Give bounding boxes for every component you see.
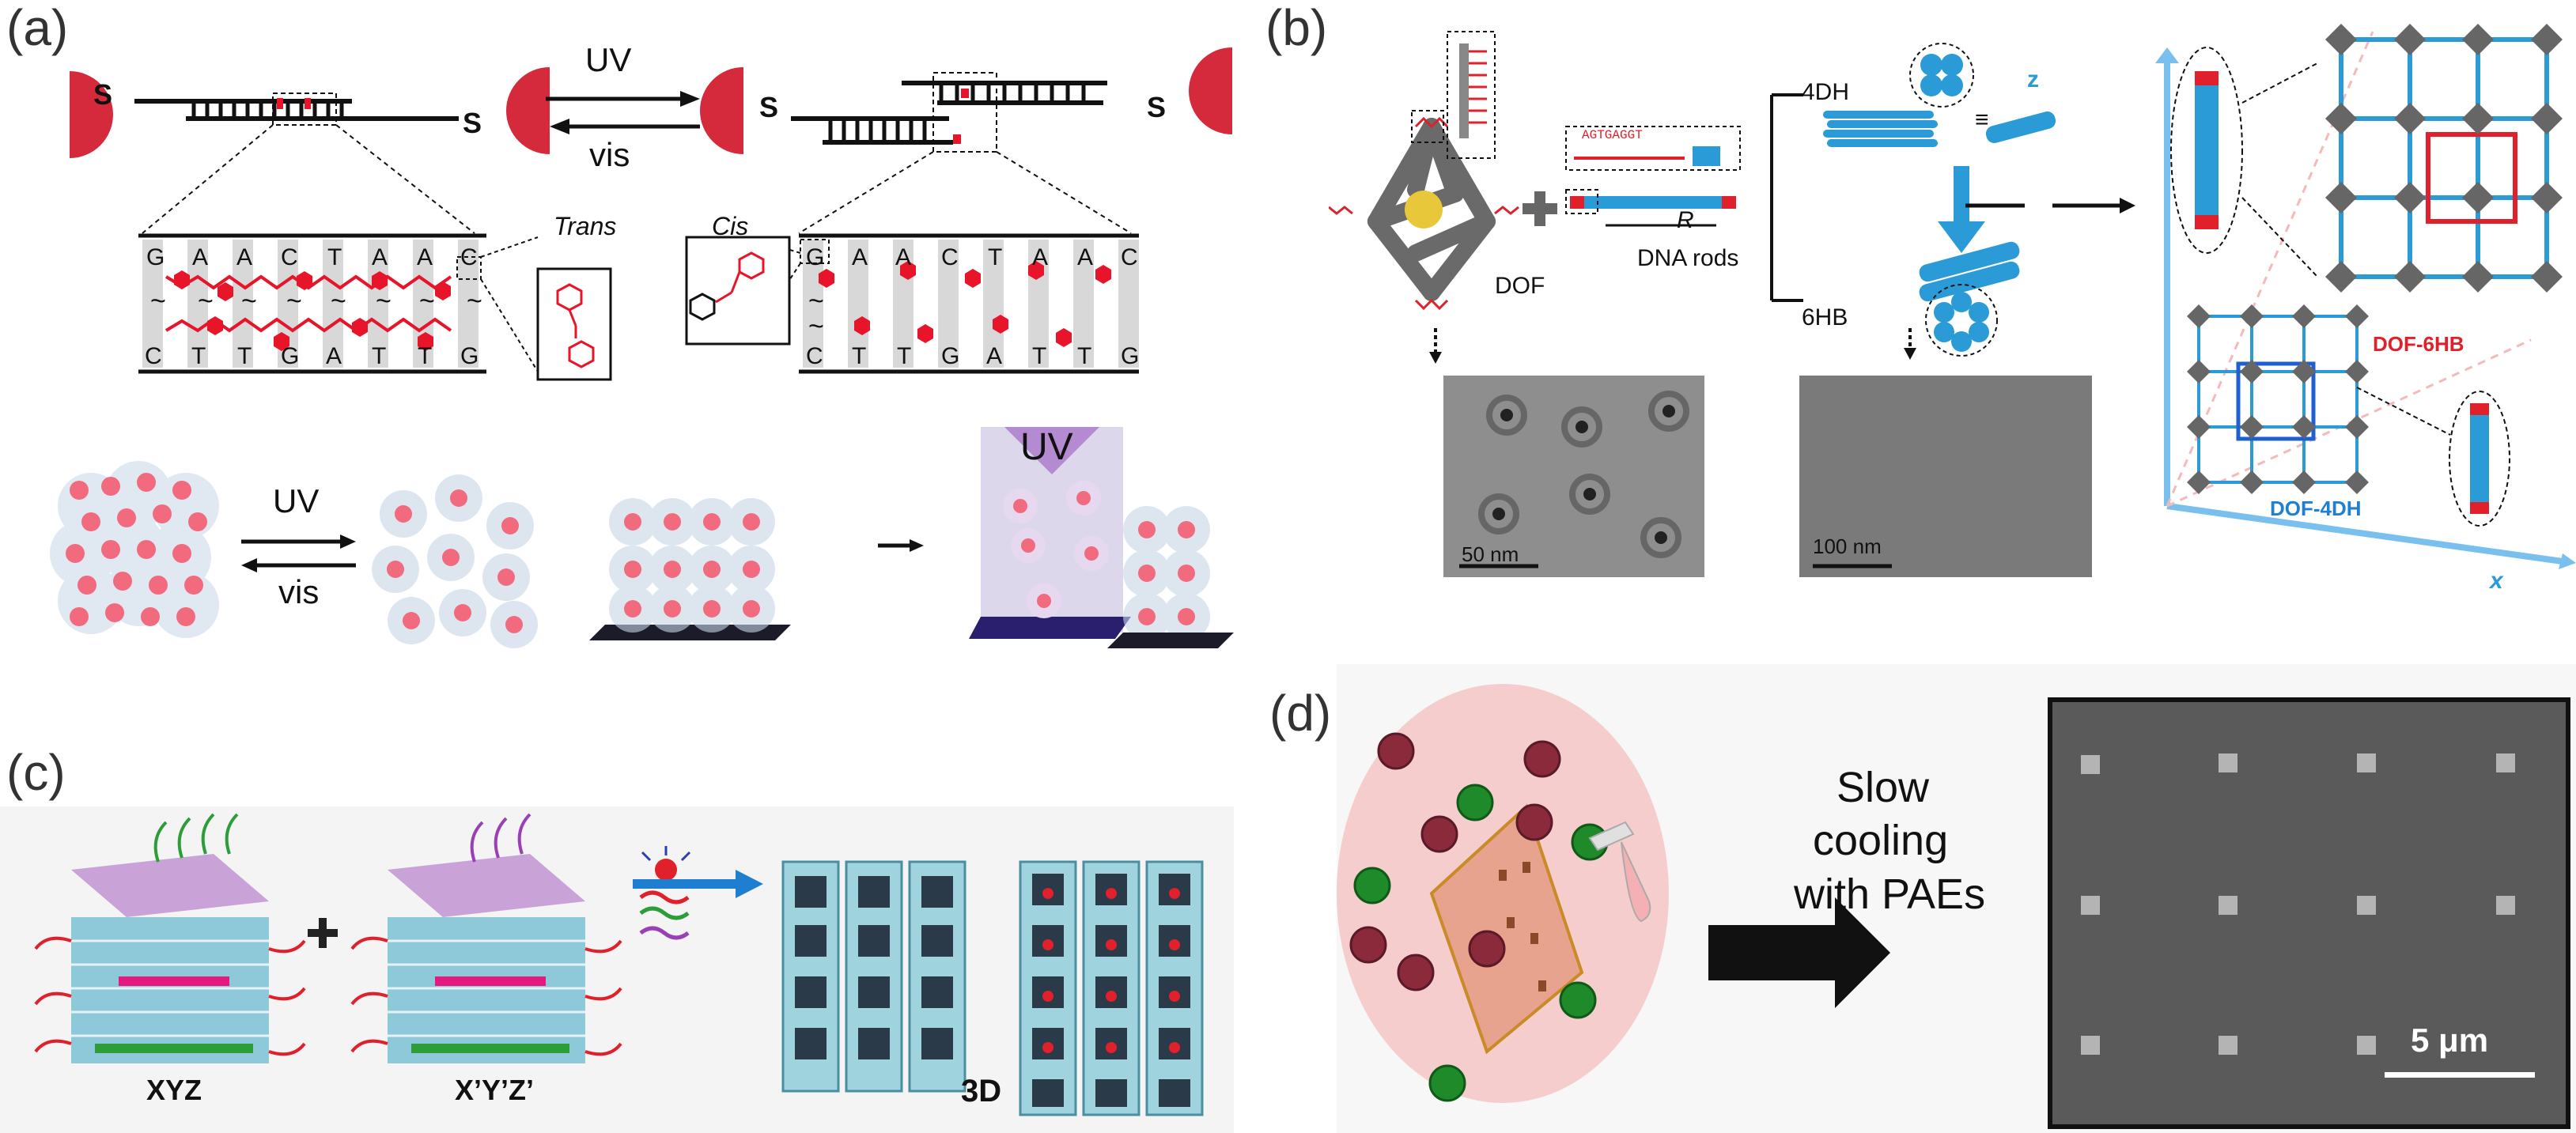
tem-scale-1: 50 nm [1462, 542, 1519, 566]
svg-text:T: T [988, 244, 1002, 270]
dna-origami-frame [1367, 118, 1496, 301]
svg-text:T: T [418, 343, 432, 369]
svg-text:S: S [463, 107, 482, 139]
svg-text:A: A [852, 244, 868, 270]
svg-text:C: C [145, 343, 162, 369]
svg-text:G: G [806, 244, 824, 270]
dof-4dh-label: DOF-4DH [2270, 497, 2362, 520]
dispersed-nanoparticles [372, 474, 538, 648]
svg-text:~: ~ [150, 286, 166, 316]
panel-b-label: (b) [1265, 0, 1328, 56]
sem-scale-label: 5 μm [2411, 1022, 2489, 1059]
4dh-label: 4DH [1802, 79, 1850, 105]
panel-a-label: (a) [6, 0, 69, 56]
panel-c-label: (c) [6, 744, 66, 801]
thiol-label: S [93, 78, 112, 111]
svg-text:C: C [460, 244, 478, 270]
tem-scale-2: 100 nm [1813, 534, 1882, 558]
svg-text:A: A [372, 244, 388, 270]
dof-label: DOF [1495, 273, 1545, 299]
dna-rods-label: DNA rods [1637, 245, 1739, 271]
equivalence-symbol: ≡ [1975, 107, 1989, 133]
svg-text:~: ~ [286, 286, 302, 316]
cooling-label: cooling [1813, 817, 1949, 864]
nanoparticle-lattice [50, 461, 219, 638]
rod-sequence: AGTGAGGT [1582, 128, 1643, 142]
with-paes-label: with PAEs [1794, 871, 1986, 918]
panel-d-label: (d) [1269, 685, 1332, 742]
cis-label: Cis [712, 212, 749, 240]
svg-text:~: ~ [331, 286, 346, 316]
dof-6hb-label: DOF-6HB [2373, 332, 2464, 356]
svg-text:T: T [237, 343, 252, 369]
uv-label-2: UV [273, 482, 320, 519]
svg-text:~: ~ [808, 312, 824, 342]
svg-text:A: A [192, 244, 208, 270]
xyz-origami [34, 813, 306, 1063]
svg-text:T: T [1077, 343, 1091, 369]
xyz-prime-origami [350, 813, 622, 1063]
svg-text:C: C [1121, 244, 1138, 270]
svg-text:~: ~ [419, 286, 435, 316]
svg-text:S: S [1147, 91, 1166, 123]
axis-z-label: z [2027, 66, 2039, 93]
svg-text:T: T [1032, 343, 1046, 369]
svg-text:G: G [281, 343, 299, 369]
vis-label: vis [589, 136, 630, 173]
svg-text:C: C [806, 343, 823, 369]
svg-text:~: ~ [467, 286, 482, 316]
svg-text:C: C [281, 244, 298, 270]
svg-text:A: A [895, 244, 911, 270]
svg-text:G: G [941, 343, 959, 369]
trans-label: Trans [554, 212, 617, 240]
panel-a-figure: S S S S [50, 47, 1234, 648]
svg-text:A: A [1032, 244, 1048, 270]
slow-label: Slow [1836, 764, 1930, 811]
svg-text:A: A [417, 244, 433, 270]
svg-text:G: G [460, 343, 479, 369]
panel-b-figure [1329, 16, 2576, 577]
gold-nanoparticle [70, 71, 113, 158]
svg-text:~: ~ [241, 286, 257, 316]
panel-c-figure [0, 806, 1234, 1133]
svg-text:G: G [1121, 343, 1139, 369]
svg-text:T: T [897, 343, 911, 369]
svg-text:T: T [191, 343, 206, 369]
svg-text:A: A [1077, 244, 1093, 270]
svg-text:~: ~ [808, 286, 824, 316]
svg-text:A: A [986, 343, 1002, 369]
uv-beam-label: UV [1020, 426, 1073, 468]
xyz-label: XYZ [146, 1074, 202, 1106]
svg-text:T: T [327, 244, 342, 270]
uv-label: UV [585, 41, 632, 78]
svg-text:A: A [236, 244, 252, 270]
svg-text:C: C [941, 244, 959, 270]
seq-top-label: G [146, 244, 165, 270]
3d-label: 3D [961, 1074, 1002, 1108]
axis-x-label: x [2490, 568, 2503, 594]
rod-length-label: R [1677, 207, 1694, 233]
xyz-prime-label: X’Y’Z’ [455, 1074, 535, 1106]
svg-text:T: T [372, 343, 386, 369]
svg-text:S: S [759, 91, 778, 123]
svg-text:~: ~ [376, 286, 392, 316]
vis-label-2: vis [278, 573, 320, 610]
svg-text:~: ~ [198, 286, 214, 316]
svg-text:T: T [852, 343, 866, 369]
6hb-label: 6HB [1802, 304, 1848, 330]
panel-d-figure [1337, 664, 2576, 1133]
svg-text:A: A [326, 343, 342, 369]
